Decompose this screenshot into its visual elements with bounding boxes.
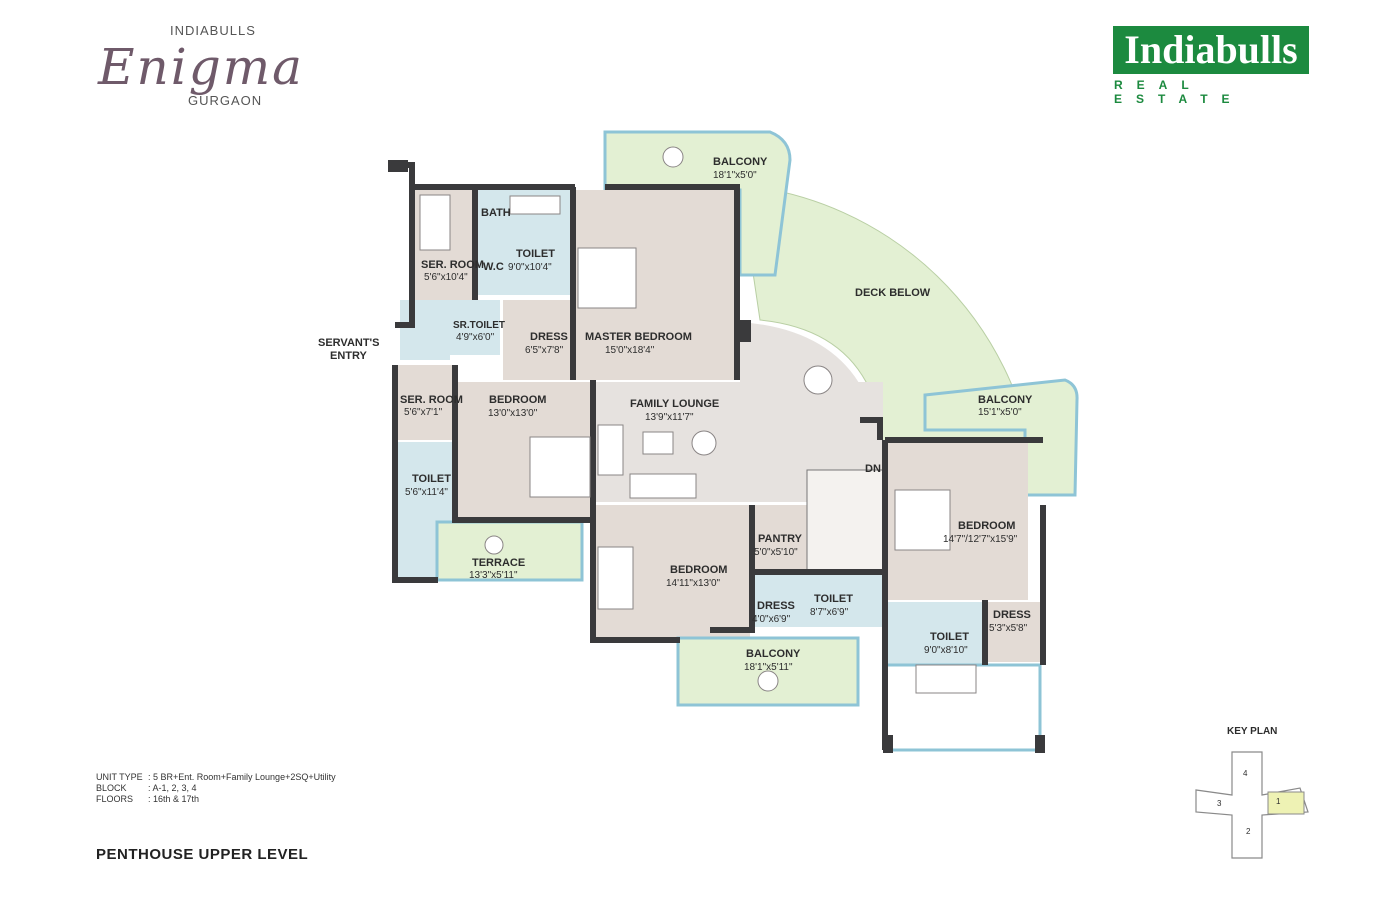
pantry-area	[752, 505, 807, 570]
floors-value: : 16th & 17th	[148, 794, 200, 804]
room-name: BEDROOM	[489, 394, 546, 406]
room-name: TOILET	[930, 631, 969, 643]
block-value: : A-1, 2, 3, 4	[148, 783, 197, 793]
sr-toilet-area	[450, 300, 500, 355]
room-name: DRESS	[757, 600, 795, 612]
key-plan-number: 2	[1246, 827, 1251, 836]
block-row: BLOCK : A-1, 2, 3, 4	[96, 783, 416, 794]
room-name: SR.TOILET	[453, 320, 505, 331]
stairs-area	[806, 469, 888, 571]
room-dim: ENTRY	[330, 350, 368, 362]
room-dim: 5'3"x5'8"	[989, 623, 1028, 634]
room-dim: 8'7"x6'9"	[810, 607, 849, 618]
project-name: Enigma	[98, 38, 304, 96]
terrace-area	[435, 520, 584, 582]
room-dim: 4'9"x6'0"	[456, 332, 495, 343]
room-name: TOILET	[814, 593, 853, 605]
floors-row: FLOORS : 16th & 17th	[96, 794, 416, 805]
room-dim: 9'0"x10'4"	[508, 262, 552, 273]
room-name: BALCONY	[746, 648, 801, 660]
key-plan-number: 3	[1217, 799, 1222, 808]
key-plan-number: 1	[1276, 797, 1281, 806]
unit-type-value: : 5 BR+Ent. Room+Family Lounge+2SQ+Utili…	[148, 772, 336, 782]
passage-area	[400, 300, 450, 360]
plan-title: PENTHOUSE UPPER LEVEL	[96, 846, 309, 863]
column	[1035, 735, 1045, 753]
unit-type-row: UNIT TYPE : 5 BR+Ent. Room+Family Lounge+…	[96, 772, 416, 783]
floors-label: FLOORS	[96, 794, 134, 804]
ser-room-2-area	[398, 365, 455, 440]
key-plan-highlight	[1267, 791, 1305, 815]
room-dim: 13'0"x13'0"	[488, 408, 538, 419]
room-dim: 6'5"x7'8"	[525, 345, 564, 356]
key-plan-diagram: KEY PLAN 1 2 3 4	[1195, 726, 1309, 859]
room-dim: 5'6"x11'4"	[405, 487, 448, 498]
unit-info: UNIT TYPE : 5 BR+Ent. Room+Family Lounge+…	[96, 772, 416, 805]
room-name: TERRACE	[472, 557, 525, 569]
room-dim: 13'3"x5'11"	[469, 570, 518, 581]
room-name: BATH	[481, 207, 511, 219]
room-dim: 9'0"x8'10"	[924, 645, 968, 656]
block-label: BLOCK	[96, 783, 127, 793]
key-plan-number: 4	[1243, 769, 1248, 778]
room-name: BEDROOM	[958, 520, 1015, 532]
toilet-bottom-area	[797, 572, 882, 627]
room-name: DRESS	[993, 609, 1031, 621]
room-name: SER. ROOM	[421, 259, 484, 271]
developer-name: INDIABULLS	[170, 23, 256, 38]
room-name: DRESS	[530, 331, 568, 343]
room-dim: 5'6"x10'4"	[424, 272, 468, 283]
column	[883, 735, 893, 753]
room-name: SERVANT'S	[318, 337, 380, 349]
dress-master-area	[503, 300, 573, 380]
room-dim: 4'0"x6'9"	[752, 614, 791, 625]
room-dim: 5'0"x5'10"	[754, 547, 798, 558]
dress-right-area	[985, 602, 1042, 662]
room-name: W.C	[483, 261, 504, 273]
key-plan-title: KEY PLAN	[1227, 726, 1277, 737]
unit-type-label: UNIT TYPE	[96, 772, 143, 782]
column	[737, 320, 751, 342]
room-name: BEDROOM	[670, 564, 727, 576]
column	[388, 160, 408, 172]
room-dim: 14'7"/12'7"x15'9"	[943, 534, 1018, 545]
room-name: BALCONY	[713, 156, 768, 168]
room-name: TOILET	[412, 473, 451, 485]
walls	[392, 162, 1046, 750]
room-name: BALCONY	[978, 394, 1033, 406]
room-dim: 15'1"x5'0"	[978, 407, 1022, 418]
brand-logo-subtitle: REAL ESTATE	[1114, 78, 1244, 106]
room-dim: 13'9"x11'7"	[645, 412, 694, 423]
dress-bottom-area	[752, 572, 797, 627]
room-dim: 18'1"x5'11"	[744, 662, 793, 673]
furniture	[419, 146, 977, 694]
room-name: PANTRY	[758, 533, 803, 545]
key-plan-outline	[1195, 751, 1309, 859]
room-name: DN	[865, 463, 881, 475]
room-labels: BALCONY 18'1"x5'0" BATH W.C TOILET 9'0"x…	[318, 156, 1033, 673]
room-dim: 5'6"x7'1"	[404, 407, 443, 418]
room-dim: 15'0"x18'4"	[605, 345, 655, 356]
room-name: TOILET	[516, 248, 555, 260]
room-name: DECK BELOW	[855, 287, 931, 299]
brand-logo: Indiabulls	[1113, 26, 1309, 74]
room-dim: 14'11"x13'0"	[666, 578, 721, 589]
room-dim: 18'1"x5'0"	[713, 170, 757, 181]
project-city: GURGAON	[188, 93, 263, 108]
room-name: MASTER BEDROOM	[585, 331, 692, 343]
room-name: FAMILY LOUNGE	[630, 398, 719, 410]
room-name: SER. ROOM	[400, 394, 463, 406]
